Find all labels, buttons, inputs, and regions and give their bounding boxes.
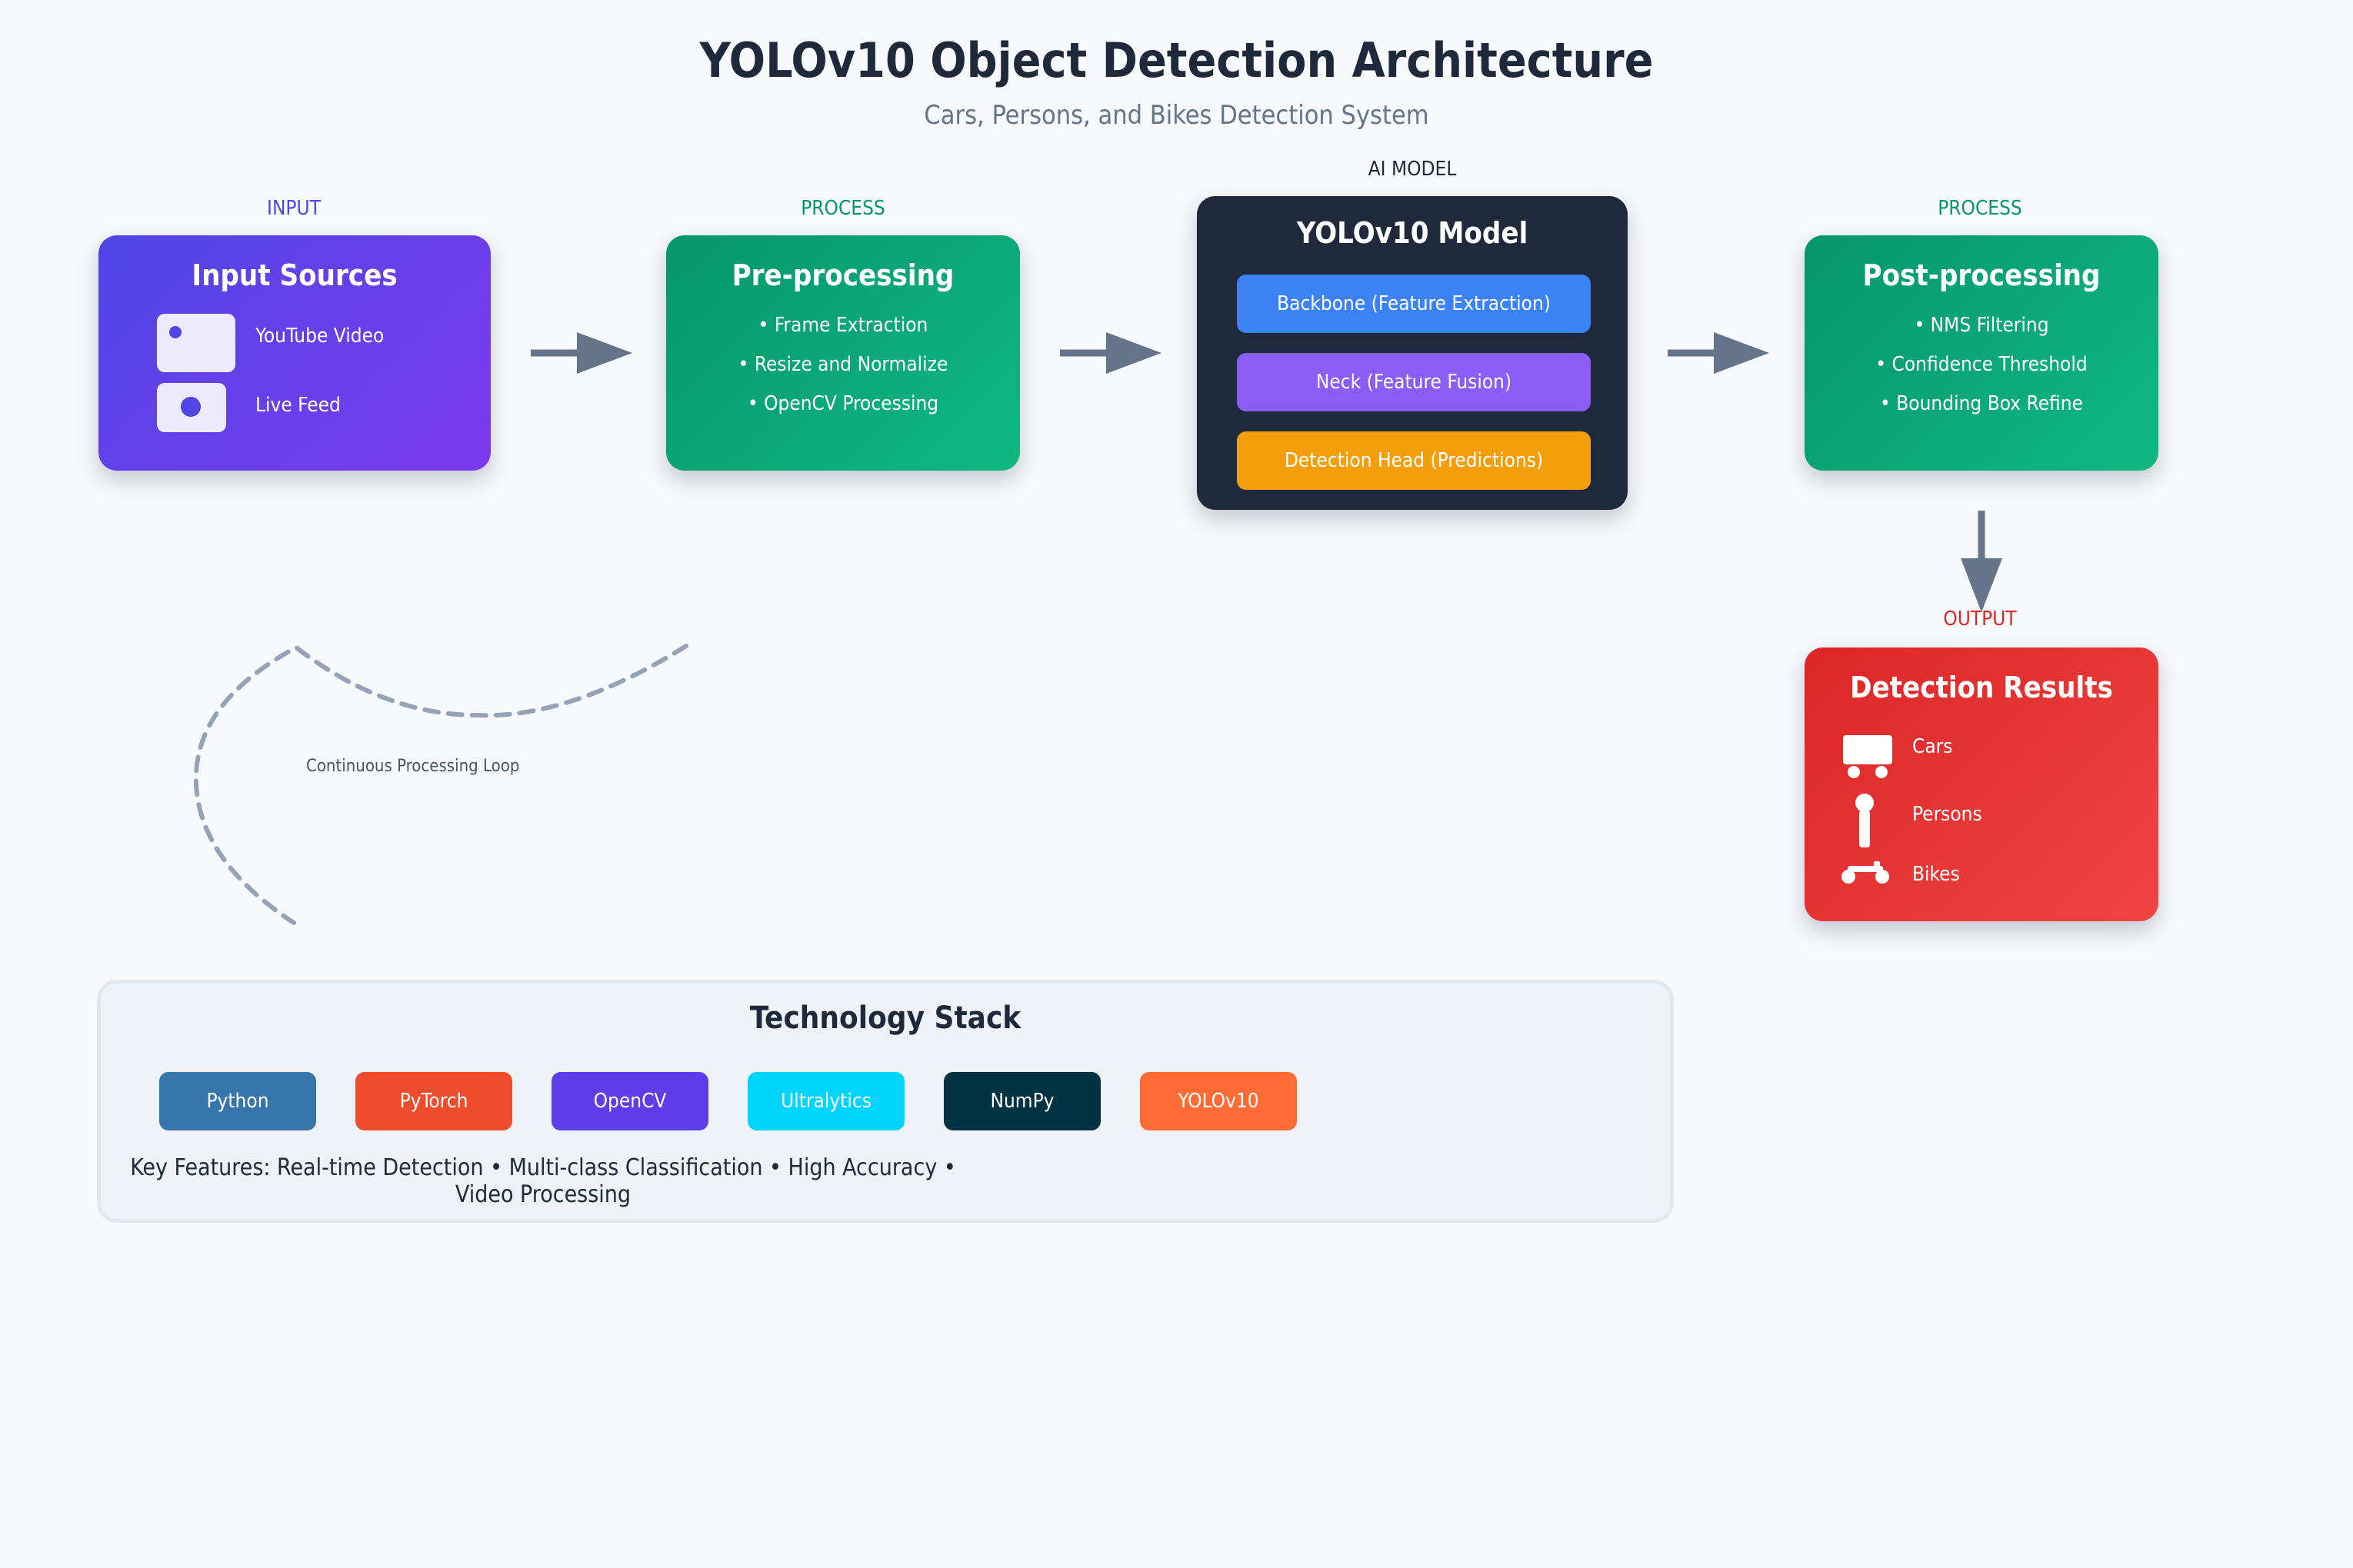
model-layer-detection-head: Detection Head (Predictions) xyxy=(1237,431,1591,490)
model-title: YOLOv10 Model xyxy=(1296,216,1528,250)
result-label-bikes: Bikes xyxy=(1912,863,1960,886)
key-features-text: Key Features: Real-time Detection • Mult… xyxy=(130,1154,956,1208)
model-layer-neck: Neck (Feature Fusion) xyxy=(1237,353,1591,411)
preprocessing-title: Pre-processing xyxy=(732,258,955,292)
tech-pill-yolov10: YOLOv10 xyxy=(1140,1072,1297,1130)
result-label-persons: Persons xyxy=(1912,803,1982,826)
person-icon xyxy=(1855,794,1874,847)
postprocessing-title: Post-processing xyxy=(1862,258,2101,292)
postprocessing-bullet: • Confidence Threshold xyxy=(1875,353,2088,376)
input-sources-title: Input Sources xyxy=(192,258,398,292)
input-item-live-feed: Live Feed xyxy=(255,394,341,417)
tech-pill-numpy: NumPy xyxy=(944,1072,1101,1130)
bike-icon xyxy=(1841,861,1889,884)
diagram-title: YOLOv10 Object Detection Architecture xyxy=(699,32,1654,88)
input-item-youtube: YouTube Video xyxy=(255,325,385,348)
stage-label-preprocess: PROCESS xyxy=(801,197,885,220)
tech-pill-ultralytics: Ultralytics xyxy=(748,1072,905,1130)
preprocessing-bullet: • Frame Extraction xyxy=(758,314,928,337)
tech-pill-pytorch: PyTorch xyxy=(355,1072,512,1130)
preprocessing-bullet: • OpenCV Processing xyxy=(747,392,939,415)
processing-loop-path xyxy=(193,644,688,925)
flow-arrow-input-to-preprocess xyxy=(531,332,632,374)
stage-label-output: OUTPUT xyxy=(1943,608,2017,631)
technology-stack-title: Technology Stack xyxy=(749,1000,1022,1036)
live-feed-icon xyxy=(157,383,226,432)
postprocessing-bullet: • NMS Filtering xyxy=(1914,314,2049,337)
video-icon xyxy=(157,314,235,372)
flow-arrow-postprocess-to-output xyxy=(1961,511,2002,612)
detection-results-title: Detection Results xyxy=(1850,671,2113,704)
car-icon xyxy=(1843,735,1892,778)
input-sources-card: Input Sources YouTube Video Live Feed xyxy=(98,235,491,471)
preprocessing-card: Pre-processing • Frame Extraction • Resi… xyxy=(666,235,1020,471)
flow-arrow-model-to-postprocess xyxy=(1668,332,1769,374)
tech-pill-python: Python xyxy=(159,1072,316,1130)
preprocessing-bullet: • Resize and Normalize xyxy=(738,353,948,376)
model-layer-backbone: Backbone (Feature Extraction) xyxy=(1237,275,1591,333)
postprocessing-card: Post-processing • NMS Filtering • Confid… xyxy=(1805,235,2158,471)
stage-label-model: AI MODEL xyxy=(1368,158,1457,181)
stage-label-postprocess: PROCESS xyxy=(1938,197,2022,220)
diagram-subtitle: Cars, Persons, and Bikes Detection Syste… xyxy=(924,100,1429,131)
yolov10-model-card: YOLOv10 Model Backbone (Feature Extracti… xyxy=(1197,196,1628,510)
detection-results-card: Detection Results Cars Persons Bikes xyxy=(1805,648,2158,921)
flow-arrow-preprocess-to-model xyxy=(1060,332,1162,374)
tech-pill-opencv: OpenCV xyxy=(552,1072,708,1130)
technology-stack-panel: Technology Stack Python PyTorch OpenCV U… xyxy=(97,980,1674,1223)
stage-label-input: INPUT xyxy=(267,197,321,220)
processing-loop-label: Continuous Processing Loop xyxy=(306,757,520,776)
postprocessing-bullet: • Bounding Box Refine xyxy=(1880,392,2083,415)
result-label-cars: Cars xyxy=(1912,735,1953,758)
